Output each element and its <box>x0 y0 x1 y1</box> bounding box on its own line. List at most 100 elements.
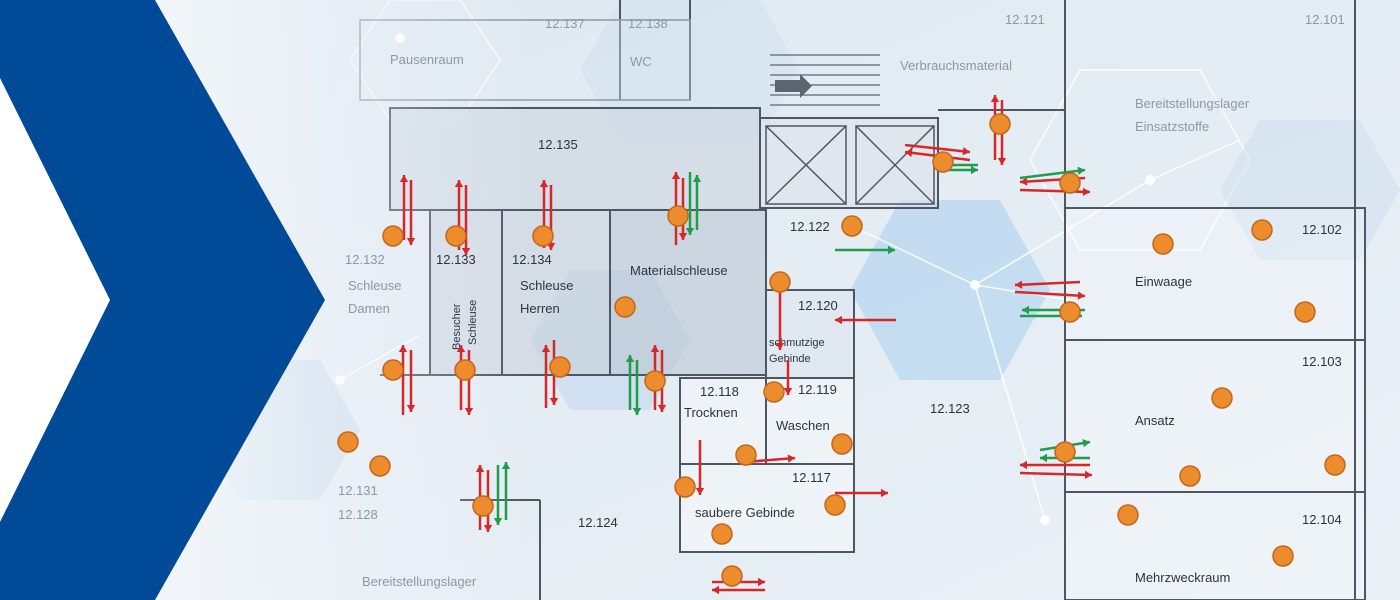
flow-arrowhead <box>997 158 1007 165</box>
label-besucher: Besucher <box>451 303 463 350</box>
label-waschen: Waschen <box>776 418 830 433</box>
label-12121: 12.121 <box>1005 12 1045 27</box>
brand-chevron <box>0 0 325 600</box>
flow-arrowhead <box>1082 438 1090 448</box>
flow-arrowhead <box>1084 470 1092 480</box>
flow-arrowhead <box>461 248 471 255</box>
flow-arrowhead <box>632 408 642 415</box>
staircase <box>770 54 880 106</box>
label-12128: 12.128 <box>338 507 378 522</box>
sensor-marker <box>989 113 1011 135</box>
sensor-marker <box>763 381 785 403</box>
sensor-marker <box>721 565 743 587</box>
flow-arrowhead <box>1077 291 1085 300</box>
sensor-marker <box>831 433 853 455</box>
flow-arrowhead <box>783 388 793 395</box>
label-12119: 12.119 <box>798 382 837 397</box>
sensor-marker <box>1251 219 1273 241</box>
elevator-shafts <box>765 125 935 205</box>
flow-arrowhead <box>541 345 551 352</box>
label-mehrzweckraum: Mehrzweckraum <box>1135 570 1230 585</box>
sensor-marker <box>644 370 666 392</box>
sensor-marker <box>1152 233 1174 255</box>
label-verbrauchsmaterial: Verbrauchsmaterial <box>900 58 1012 73</box>
label-12102: 12.102 <box>1302 222 1342 237</box>
flow-arrow <box>1014 290 1086 298</box>
chevron-cutout <box>0 78 110 522</box>
label-wc: WC <box>630 54 652 69</box>
sensor-marker <box>1054 441 1076 463</box>
flow-arrowhead <box>1077 166 1085 176</box>
label-12101: 12.101 <box>1305 12 1345 27</box>
flow-arrowhead <box>685 228 695 235</box>
label-12103: 12.103 <box>1302 354 1342 369</box>
label-12117: 12.117 <box>792 470 831 485</box>
label-materialschleuse: Materialschleuse <box>630 263 728 278</box>
flow-arrowhead <box>1020 177 1028 186</box>
flow-arrowhead <box>456 345 466 352</box>
sensor-marker <box>769 271 791 293</box>
label-schmutzige-1: schmutzige <box>769 337 825 349</box>
sensor-marker <box>674 476 696 498</box>
flow-arrowhead <box>625 355 635 362</box>
label-12137: 12.137 <box>545 16 585 31</box>
sensor-marker <box>472 495 494 517</box>
label-ansatz: Ansatz <box>1135 413 1175 428</box>
flow-arrowhead <box>475 465 485 472</box>
flow-arrowhead <box>758 577 765 587</box>
label-schleuse-vertical: Schleuse <box>467 300 479 345</box>
flow-arrow <box>1019 188 1091 194</box>
sensor-marker <box>614 296 636 318</box>
flow-arrowhead <box>549 398 559 405</box>
flow-arrowhead <box>399 175 409 182</box>
flow-arrowhead <box>464 408 474 415</box>
label-schleuse-damen-2: Damen <box>348 301 390 316</box>
sensor-marker <box>549 356 571 378</box>
flow-arrowhead <box>775 343 785 350</box>
label-schmutzige-2: Gebinde <box>769 353 811 365</box>
sensor-marker <box>382 225 404 247</box>
flow-arrowhead <box>1015 280 1023 289</box>
flow-arrowhead <box>905 148 913 158</box>
label-schleuse-herren-2: Herren <box>520 301 560 316</box>
flow-arrowhead <box>888 245 895 255</box>
flow-arrowhead <box>835 315 842 325</box>
sensor-markers <box>337 113 1346 587</box>
sensor-marker <box>369 455 391 477</box>
sensor-marker <box>1059 172 1081 194</box>
label-schleuse-damen-1: Schleuse <box>348 278 401 293</box>
flow-arrows-red <box>398 95 1093 595</box>
sensor-marker <box>1211 387 1233 409</box>
flow-arrowhead <box>501 462 511 469</box>
room-labels: Pausenraum WC 12.137 12.138 12.121 12.10… <box>338 12 1345 589</box>
label-12133: 12.133 <box>436 252 476 267</box>
sensor-marker <box>735 444 757 466</box>
flow-arrowhead <box>483 525 493 532</box>
sensor-marker <box>337 431 359 453</box>
flow-arrowhead <box>692 175 702 182</box>
flow-arrowhead <box>1022 305 1029 315</box>
flow-arrowhead <box>712 585 719 595</box>
label-saubere-gebinde: saubere Gebinde <box>695 505 795 520</box>
label-12132: 12.132 <box>345 252 385 267</box>
sensor-marker <box>667 205 689 227</box>
flow-arrowhead <box>454 180 464 187</box>
sensor-marker <box>1294 301 1316 323</box>
flow-arrowhead <box>962 147 970 156</box>
sensor-marker <box>711 523 733 545</box>
flow-arrowhead <box>539 180 549 187</box>
flow-arrowhead <box>787 454 795 463</box>
flow-arrowhead <box>406 405 416 412</box>
flow-arrowhead <box>678 233 688 240</box>
flow-arrow <box>1019 471 1093 477</box>
sensor-marker <box>824 494 846 516</box>
sensor-marker <box>1324 454 1346 476</box>
sensor-marker <box>932 151 954 173</box>
flow-arrowhead <box>671 172 681 179</box>
flow-arrowhead <box>493 518 503 525</box>
label-schleuse-herren-1: Schleuse <box>520 278 573 293</box>
label-bereitstellung-bottom: Bereitstellungslager <box>362 574 477 589</box>
label-12134: 12.134 <box>512 252 552 267</box>
flow-arrowhead <box>695 488 705 495</box>
